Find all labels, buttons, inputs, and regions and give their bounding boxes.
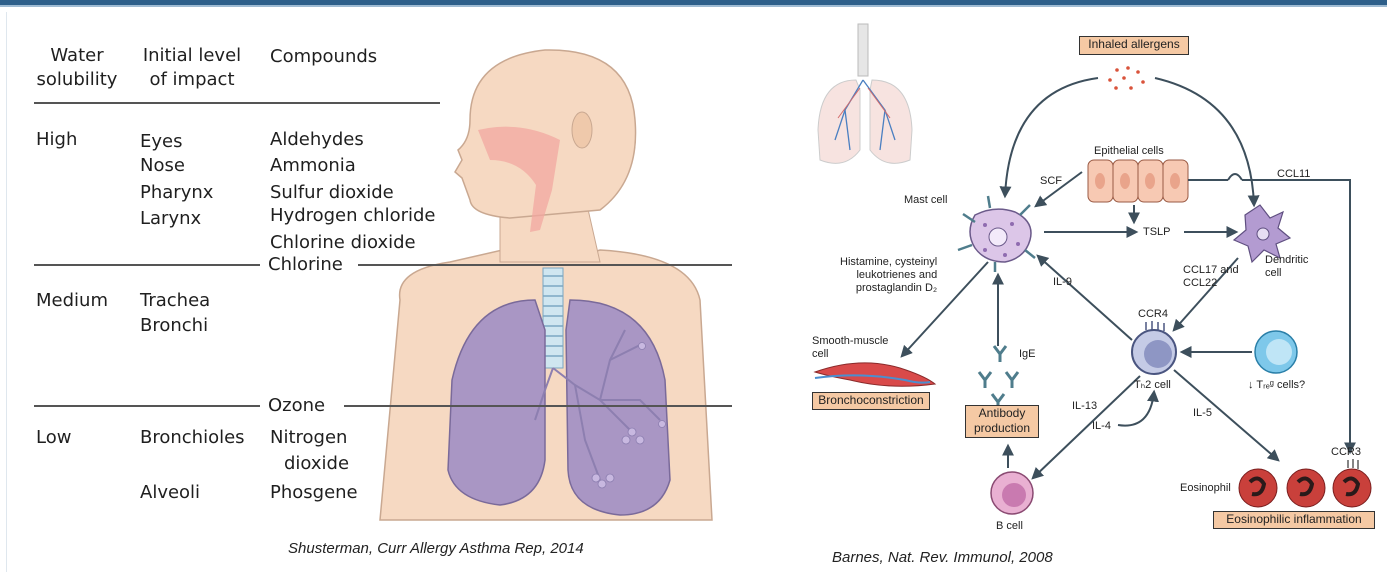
right-caption: Barnes, Nat. Rev. Immunol, 2008 bbox=[832, 549, 1053, 566]
il13-label: IL-13 bbox=[1072, 400, 1097, 413]
epithelial-cells bbox=[1088, 160, 1188, 202]
ccl17-ccl22-label: CCL17 and CCL22 bbox=[1183, 264, 1239, 290]
ige-label: IgE bbox=[1019, 348, 1036, 361]
bronchoconstriction-box: Bronchoconstriction bbox=[812, 392, 930, 410]
mast-cell-label: Mast cell bbox=[904, 194, 947, 207]
eosinophils bbox=[1239, 459, 1371, 507]
th2-cell bbox=[1132, 321, 1176, 374]
b-cell-label: B cell bbox=[996, 520, 1023, 533]
eosinophil-label: Eosinophil bbox=[1180, 482, 1231, 495]
epithelial-cells-label: Epithelial cells bbox=[1094, 145, 1164, 158]
antibody-production-box: Antibody production bbox=[965, 405, 1039, 438]
treg-label: ↓ Tᵣₑᵍ cells? bbox=[1248, 379, 1305, 392]
b-cell bbox=[991, 472, 1033, 514]
smooth-muscle-cell bbox=[815, 363, 935, 386]
ccr3-label: CCR3 bbox=[1331, 446, 1361, 459]
smooth-muscle-label: Smooth-muscle cell bbox=[812, 335, 888, 361]
tslp-label: TSLP bbox=[1143, 226, 1171, 239]
lungs-icon bbox=[818, 24, 912, 163]
allergen-particles bbox=[1108, 66, 1145, 90]
th2-cell-label: Tₕ2 cell bbox=[1134, 379, 1171, 392]
treg-cell bbox=[1255, 331, 1297, 373]
ige-antibodies bbox=[979, 346, 1018, 410]
histamine-label: Histamine, cysteinyl leukotrienes and pr… bbox=[840, 256, 937, 295]
eosinophilic-inflammation-box: Eosinophilic inflammation bbox=[1213, 511, 1375, 529]
il5-label: IL-5 bbox=[1193, 407, 1212, 420]
ccl11-label: CCL11 bbox=[1277, 168, 1310, 181]
dendritic-cell-label: Dendritic cell bbox=[1265, 254, 1308, 280]
il4-label: IL-4 bbox=[1092, 420, 1111, 433]
mast-cell bbox=[958, 196, 1035, 272]
inhaled-allergens-box: Inhaled allergens bbox=[1079, 36, 1189, 55]
scf-label: SCF bbox=[1040, 175, 1062, 188]
il9-label: IL-9 bbox=[1053, 276, 1072, 289]
ccr4-label: CCR4 bbox=[1138, 308, 1168, 321]
